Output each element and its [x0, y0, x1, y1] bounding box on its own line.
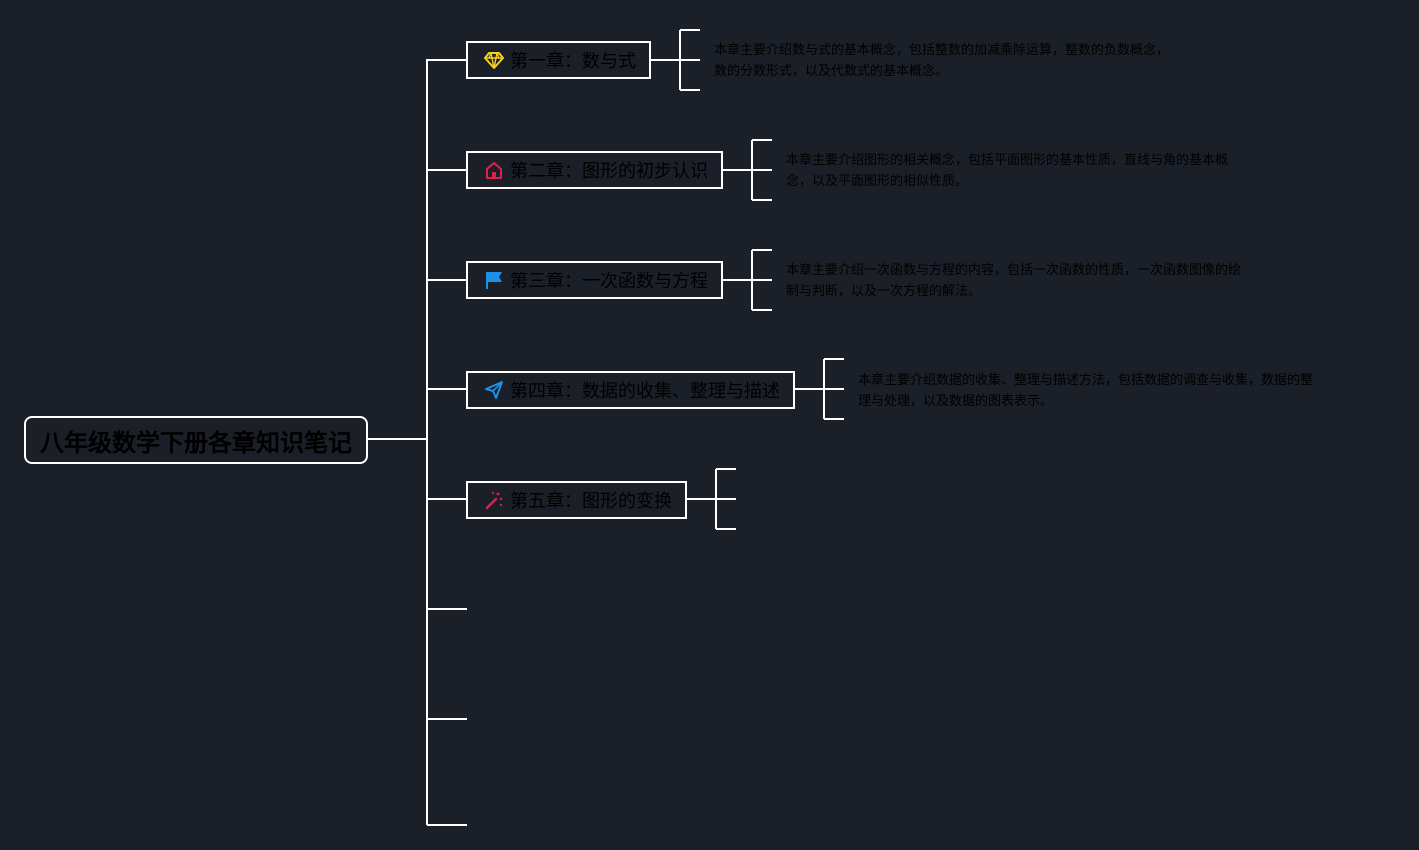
topic-label: 第四章：数据的收集、整理与描述 [510, 381, 780, 402]
description-text: 本章主要介绍数据的收集、整理与描述方法，包括数据的调查与收集，数据的整 理与处理… [858, 373, 1314, 409]
topic-label: 第二章：图形的初步认识 [510, 161, 708, 182]
description-text: 本章主要介绍数与式的基本概念，包括整数的加减乘除运算，整数的负数概念， 数的分数… [714, 43, 1170, 79]
topic-label: 第五章：图形的变换 [510, 491, 672, 512]
description-text: 本章主要介绍一次函数与方程的内容，包括一次函数的性质，一次函数图像的绘 制与判断… [786, 263, 1242, 299]
root-topic[interactable]: 八年级数学下册各章知识笔记 [24, 416, 368, 464]
topic-chapter-2[interactable]: 第二章：图形的初步认识 [466, 151, 723, 189]
topic-chapter-1[interactable]: 第一章：数与式 [466, 41, 651, 79]
description-text: 本章主要介绍图形的相关概念，包括平面图形的基本性质，直线与角的基本概 念，以及平… [786, 153, 1229, 189]
root-title: 八年级数学下册各章知识笔记 [40, 428, 352, 457]
topic-description: 本章主要介绍图形的相关概念，包括平面图形的基本性质，直线与角的基本概 念，以及平… [786, 150, 1306, 192]
topic-description: 本章主要介绍一次函数与方程的内容，包括一次函数的性质，一次函数图像的绘 制与判断… [786, 260, 1306, 302]
topic-chapter-3[interactable]: 第三章：一次函数与方程 [466, 261, 723, 299]
flag-icon [484, 270, 504, 290]
magic-wand-icon [484, 490, 504, 510]
topic-chapter-4[interactable]: 第四章：数据的收集、整理与描述 [466, 371, 795, 409]
topic-description: 本章主要介绍数据的收集、整理与描述方法，包括数据的调查与收集，数据的整 理与处理… [858, 370, 1378, 412]
diamond-icon [484, 50, 504, 70]
topic-description: 本章主要介绍数与式的基本概念，包括整数的加减乘除运算，整数的负数概念， 数的分数… [714, 40, 1234, 82]
topic-label: 第一章：数与式 [510, 51, 636, 72]
paper-plane-icon [484, 380, 504, 400]
topic-chapter-5[interactable]: 第五章：图形的变换 [466, 481, 687, 519]
home-icon [484, 160, 504, 180]
topic-label: 第三章：一次函数与方程 [510, 271, 708, 292]
